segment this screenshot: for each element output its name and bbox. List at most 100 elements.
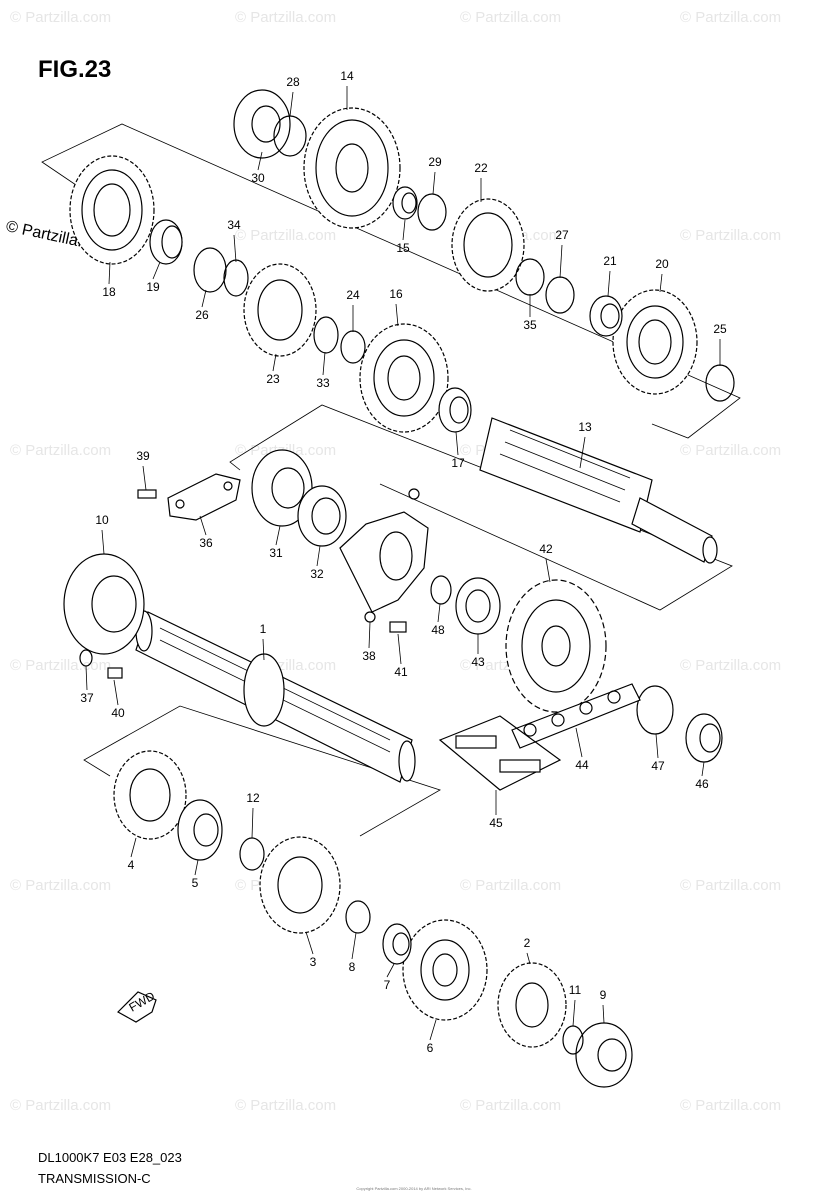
diagram-caption: TRANSMISSION-C xyxy=(38,1171,151,1186)
countershaft[interactable] xyxy=(479,417,718,564)
part-label-17[interactable]: 17 xyxy=(451,456,465,470)
part-label-32[interactable]: 32 xyxy=(310,567,324,581)
bearing-9[interactable] xyxy=(575,1022,633,1088)
bushing-5[interactable] xyxy=(177,799,223,861)
part-label-43[interactable]: 43 xyxy=(471,655,485,669)
part-label-2[interactable]: 2 xyxy=(524,936,531,950)
watermark: © Partzilla.com xyxy=(10,1097,111,1114)
part-label-21[interactable]: 21 xyxy=(603,254,617,268)
bushing-7[interactable] xyxy=(382,923,412,965)
part-label-7[interactable]: 7 xyxy=(384,978,391,992)
watermark: © Partzilla.com xyxy=(680,877,781,894)
part-label-30[interactable]: 30 xyxy=(251,171,265,185)
part-label-14[interactable]: 14 xyxy=(340,69,354,83)
part-label-3[interactable]: 3 xyxy=(310,955,317,969)
bushing-21[interactable] xyxy=(589,295,623,337)
part-label-36[interactable]: 36 xyxy=(199,536,213,550)
oil-seal-32[interactable] xyxy=(297,485,347,547)
spacer-43[interactable] xyxy=(455,577,501,635)
part-label-8[interactable]: 8 xyxy=(349,960,356,974)
part-label-18[interactable]: 18 xyxy=(102,285,116,299)
part-label-4[interactable]: 4 xyxy=(128,858,135,872)
bearing-31[interactable] xyxy=(251,449,313,527)
drive-chain-44[interactable] xyxy=(511,683,641,749)
gear-14[interactable] xyxy=(303,107,401,229)
part-label-37[interactable]: 37 xyxy=(80,691,94,705)
part-label-16[interactable]: 16 xyxy=(389,287,403,301)
gear-2[interactable] xyxy=(497,962,567,1048)
part-label-10[interactable]: 10 xyxy=(95,513,109,527)
bearing-46[interactable] xyxy=(685,713,723,763)
watermark: © Partzilla.com xyxy=(680,442,781,459)
part-label-46[interactable]: 46 xyxy=(695,777,709,791)
leader-lines xyxy=(85,86,721,1041)
part-label-6[interactable]: 6 xyxy=(427,1041,434,1055)
part-label-34[interactable]: 34 xyxy=(227,218,241,232)
part-label-22[interactable]: 22 xyxy=(474,161,488,175)
watermark: © Partzilla.com xyxy=(235,9,336,26)
gear-16[interactable] xyxy=(359,323,449,433)
part-label-40[interactable]: 40 xyxy=(111,706,125,720)
watermark: © Partzilla.com xyxy=(680,1097,781,1114)
part-label-47[interactable]: 47 xyxy=(651,759,665,773)
part-label-1[interactable]: 1 xyxy=(260,622,267,636)
figure-title: FIG.23 xyxy=(38,56,112,83)
part-label-19[interactable]: 19 xyxy=(146,280,160,294)
watermark: © Partzilla.com xyxy=(460,877,561,894)
part-label-15[interactable]: 15 xyxy=(396,241,410,255)
driveshaft[interactable] xyxy=(135,610,416,783)
part-label-20[interactable]: 20 xyxy=(655,257,669,271)
part-label-45[interactable]: 45 xyxy=(489,816,503,830)
part-label-42[interactable]: 42 xyxy=(539,542,553,556)
bushing-17[interactable] xyxy=(438,387,472,433)
part-label-25[interactable]: 25 xyxy=(713,322,727,336)
part-label-23[interactable]: 23 xyxy=(266,372,280,386)
part-label-5[interactable]: 5 xyxy=(192,876,199,890)
gear-4[interactable] xyxy=(113,750,187,840)
bushing-15[interactable] xyxy=(392,186,418,220)
watermark: © Partzilla.com xyxy=(680,227,781,244)
bracket-38[interactable] xyxy=(339,488,429,623)
part-label-41[interactable]: 41 xyxy=(394,665,408,679)
gear-22[interactable] xyxy=(451,198,525,292)
part-label-13[interactable]: 13 xyxy=(578,420,592,434)
sprocket-42[interactable] xyxy=(505,579,607,713)
part-label-27[interactable]: 27 xyxy=(555,228,569,242)
part-label-38[interactable]: 38 xyxy=(362,649,376,663)
part-label-31[interactable]: 31 xyxy=(269,546,283,560)
watermark: © Partzilla.com xyxy=(460,9,561,26)
diagram-code: DL1000K7 E03 E28_023 xyxy=(38,1150,182,1165)
bearing-10[interactable] xyxy=(63,553,145,655)
bolt-41[interactable] xyxy=(389,621,407,633)
part-label-26[interactable]: 26 xyxy=(195,308,209,322)
part-label-33[interactable]: 33 xyxy=(316,376,330,390)
bushing-19[interactable] xyxy=(149,219,183,265)
fwd-arrow: FWD xyxy=(117,989,157,1023)
part-label-11[interactable]: 11 xyxy=(569,983,582,997)
upper-assembly-frame xyxy=(41,123,741,439)
chain-joint-45[interactable] xyxy=(438,715,562,791)
part-label-39[interactable]: 39 xyxy=(136,449,150,463)
gear-3[interactable] xyxy=(259,836,341,934)
bolt-40[interactable] xyxy=(107,667,123,679)
bolt-39[interactable] xyxy=(137,489,157,499)
part-label-29[interactable]: 29 xyxy=(428,155,442,169)
part-label-44[interactable]: 44 xyxy=(575,758,589,772)
part-label-48[interactable]: 48 xyxy=(431,623,445,637)
washer-set[interactable] xyxy=(193,115,735,1055)
part-label-24[interactable]: 24 xyxy=(346,288,360,302)
plate-36[interactable] xyxy=(167,473,241,521)
copyright-notice: Copyright Partzilla.com 2000-2014 by ARI… xyxy=(356,1186,472,1191)
gear-18[interactable] xyxy=(69,155,155,265)
gear-6[interactable] xyxy=(402,919,488,1021)
part-label-28[interactable]: 28 xyxy=(286,75,300,89)
bearing-30[interactable] xyxy=(233,89,291,159)
part-label-9[interactable]: 9 xyxy=(600,988,607,1002)
part-label-12[interactable]: 12 xyxy=(246,791,260,805)
watermark: © Partzilla.com xyxy=(10,9,111,26)
gear-20[interactable] xyxy=(612,289,698,395)
gear-23[interactable] xyxy=(243,263,317,357)
part-label-35[interactable]: 35 xyxy=(523,318,537,332)
watermark: © Partzilla.com xyxy=(680,657,781,674)
